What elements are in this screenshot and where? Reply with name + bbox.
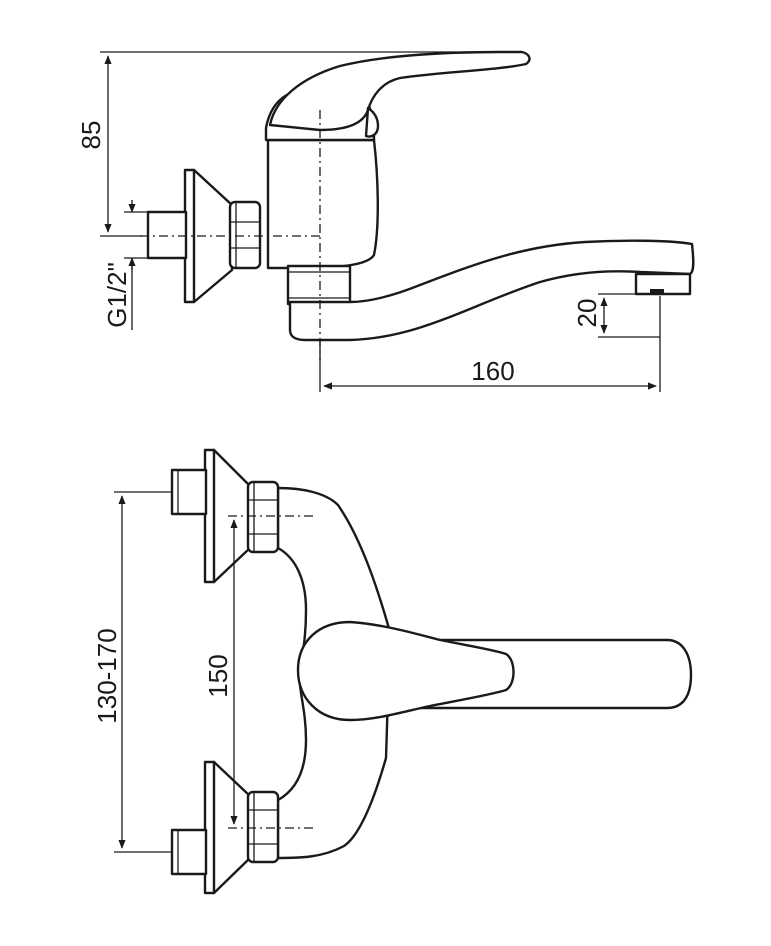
side-aerator — [634, 272, 692, 296]
side-spout — [288, 239, 695, 342]
side-dimensions: 85 G1/2" 20 160 — [76, 51, 661, 392]
dimension-connection-range-label: 130-170 — [92, 628, 122, 723]
dimension-height-label: 85 — [76, 121, 106, 150]
top-dimensions: 130-170 150 — [92, 491, 238, 853]
dimension-thread-label: G1/2" — [102, 262, 132, 328]
side-collar — [286, 264, 352, 306]
dimension-outlet-drop-label: 20 — [572, 299, 602, 328]
top-view — [170, 448, 693, 895]
top-upper-pipe-stub — [170, 468, 208, 516]
top-lower-wall-flange — [203, 760, 252, 895]
side-wall-flange — [183, 168, 234, 304]
top-lower-pipe-stub — [170, 828, 208, 876]
side-mixer-body — [266, 138, 379, 270]
top-upper-hex-nut — [246, 480, 280, 554]
side-view — [140, 50, 695, 360]
top-upper-wall-flange — [203, 448, 252, 584]
top-lower-hex-nut — [246, 790, 280, 864]
top-lever-handle — [296, 620, 515, 722]
dimension-reach-label: 160 — [471, 356, 514, 386]
side-pipe-stub — [146, 210, 188, 260]
side-lever-handle — [268, 50, 531, 132]
side-hex-nut — [228, 200, 262, 270]
dimension-center-distance-label: 150 — [203, 654, 233, 697]
